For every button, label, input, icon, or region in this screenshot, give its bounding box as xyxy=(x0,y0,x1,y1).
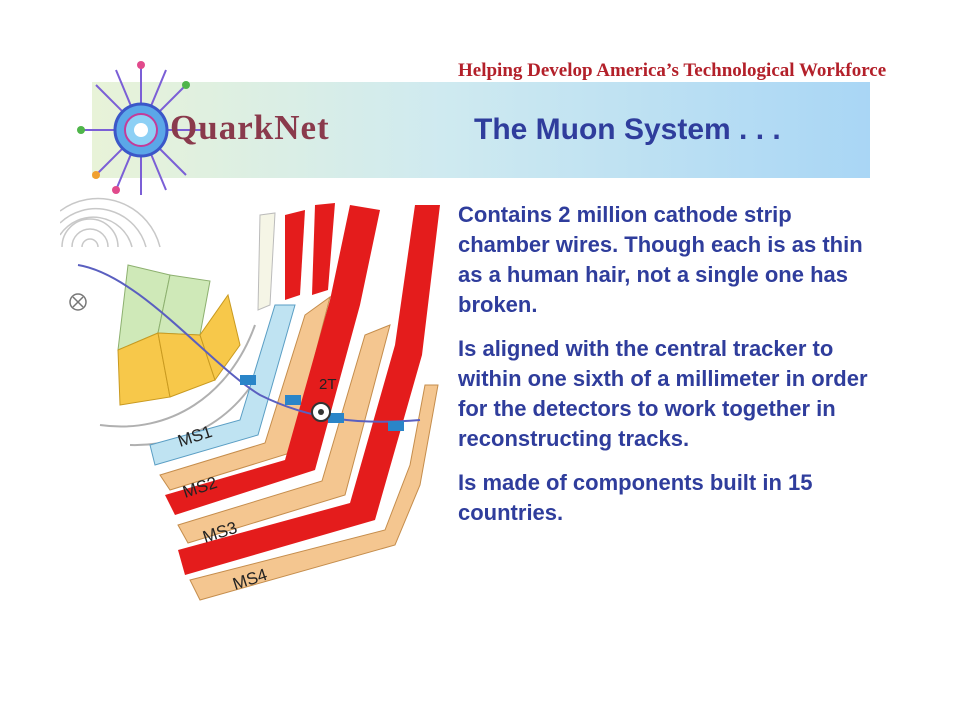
quarknet-logo-text: QuarkNet xyxy=(170,108,330,147)
bullet-item: Is made of components built in 15 countr… xyxy=(458,470,813,525)
muon-track xyxy=(77,264,421,423)
tagline: Helping Develop America’s Technological … xyxy=(458,60,887,81)
quarknet-logo-icon xyxy=(77,61,201,195)
header-banner xyxy=(92,82,870,178)
field-label: 2T xyxy=(319,376,337,393)
track-hit-markers xyxy=(240,375,404,431)
muon-system-diagram: 2T MS1 MS2 MS3 MS4 xyxy=(60,197,440,601)
beam-axis-marker xyxy=(69,293,87,311)
bullet-item: Is aligned with the central tracker to w… xyxy=(458,336,868,451)
bullet-list: Contains 2 million cathode strip chamber… xyxy=(458,200,878,542)
calorimeter-segments xyxy=(117,264,241,406)
bullet-item: Contains 2 million cathode strip chamber… xyxy=(458,202,863,317)
slide-title: The Muon System . . . xyxy=(474,113,781,146)
muon-stations xyxy=(149,203,440,601)
